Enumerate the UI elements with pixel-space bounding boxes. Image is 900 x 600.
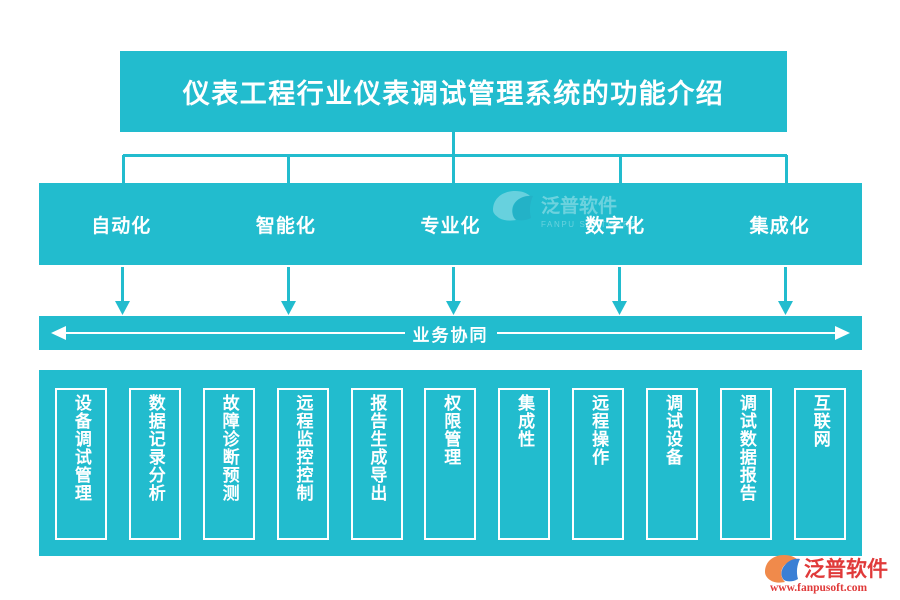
feature-card-9[interactable]: 调试数据报告 <box>720 388 773 540</box>
arrow-down-group <box>115 267 793 315</box>
feature-card-5[interactable]: 权限管理 <box>424 388 477 540</box>
category-item-1[interactable]: 智能化 <box>255 215 316 237</box>
category-band: 泛普软件 FANPU SOFTWARE 自动化 智能化 专业化 数字化 集成化 <box>39 183 862 265</box>
logo-url-text: www.fanpusoft.com <box>770 582 868 594</box>
feature-card-label: 报告生成导出 <box>367 394 387 502</box>
feature-card-label: 集成性 <box>515 394 535 448</box>
feature-card-label: 权限管理 <box>441 394 461 466</box>
feature-card-label: 调试设备 <box>662 394 682 466</box>
feature-card-2[interactable]: 故障诊断预测 <box>202 388 255 540</box>
double-headed-arrow-icon <box>51 319 850 347</box>
tree-connector-icon <box>122 130 788 183</box>
feature-card-label: 设备调试管理 <box>71 394 91 502</box>
category-item-0[interactable]: 自动化 <box>91 215 152 237</box>
category-item-4[interactable]: 集成化 <box>749 215 810 237</box>
feature-card-label: 互联网 <box>810 394 830 448</box>
synergy-label: 业务协同 <box>412 325 489 345</box>
feature-card-4[interactable]: 报告生成导出 <box>350 388 403 540</box>
feature-card-10[interactable]: 互联网 <box>793 388 846 540</box>
logo-brand-text: 泛普软件 <box>804 557 888 581</box>
category-item-3[interactable]: 数字化 <box>585 215 646 237</box>
feature-card-list: 设备调试管理 数据记录分析 故障诊断预测 远程监控控制 报告生成导出 权限管理 … <box>55 388 846 540</box>
feature-panel: 设备调试管理 数据记录分析 故障诊断预测 远程监控控制 报告生成导出 权限管理 … <box>39 370 862 556</box>
feature-card-7[interactable]: 远程操作 <box>572 388 625 540</box>
feature-card-6[interactable]: 集成性 <box>498 388 551 540</box>
feature-card-label: 远程操作 <box>589 394 609 466</box>
feature-card-8[interactable]: 调试设备 <box>646 388 699 540</box>
feature-card-label: 调试数据报告 <box>736 394 756 502</box>
synergy-bar: 业务协同 <box>39 316 862 350</box>
feature-card-0[interactable]: 设备调试管理 <box>55 388 107 540</box>
feature-card-label: 数据记录分析 <box>145 394 165 502</box>
page-title: 仪表工程行业仪表调试管理系统的功能介绍 <box>182 79 725 109</box>
category-item-2[interactable]: 专业化 <box>420 215 481 237</box>
feature-card-label: 故障诊断预测 <box>219 394 239 502</box>
feature-card-label: 远程监控控制 <box>293 394 313 502</box>
fanpu-logo-icon: 泛普软件 www.fanpusoft.com <box>765 555 888 594</box>
diagram-title-box: 仪表工程行业仪表调试管理系统的功能介绍 <box>120 51 787 132</box>
feature-card-1[interactable]: 数据记录分析 <box>128 388 181 540</box>
category-list: 自动化 智能化 专业化 数字化 集成化 <box>39 183 862 265</box>
feature-card-3[interactable]: 远程监控控制 <box>276 388 329 540</box>
